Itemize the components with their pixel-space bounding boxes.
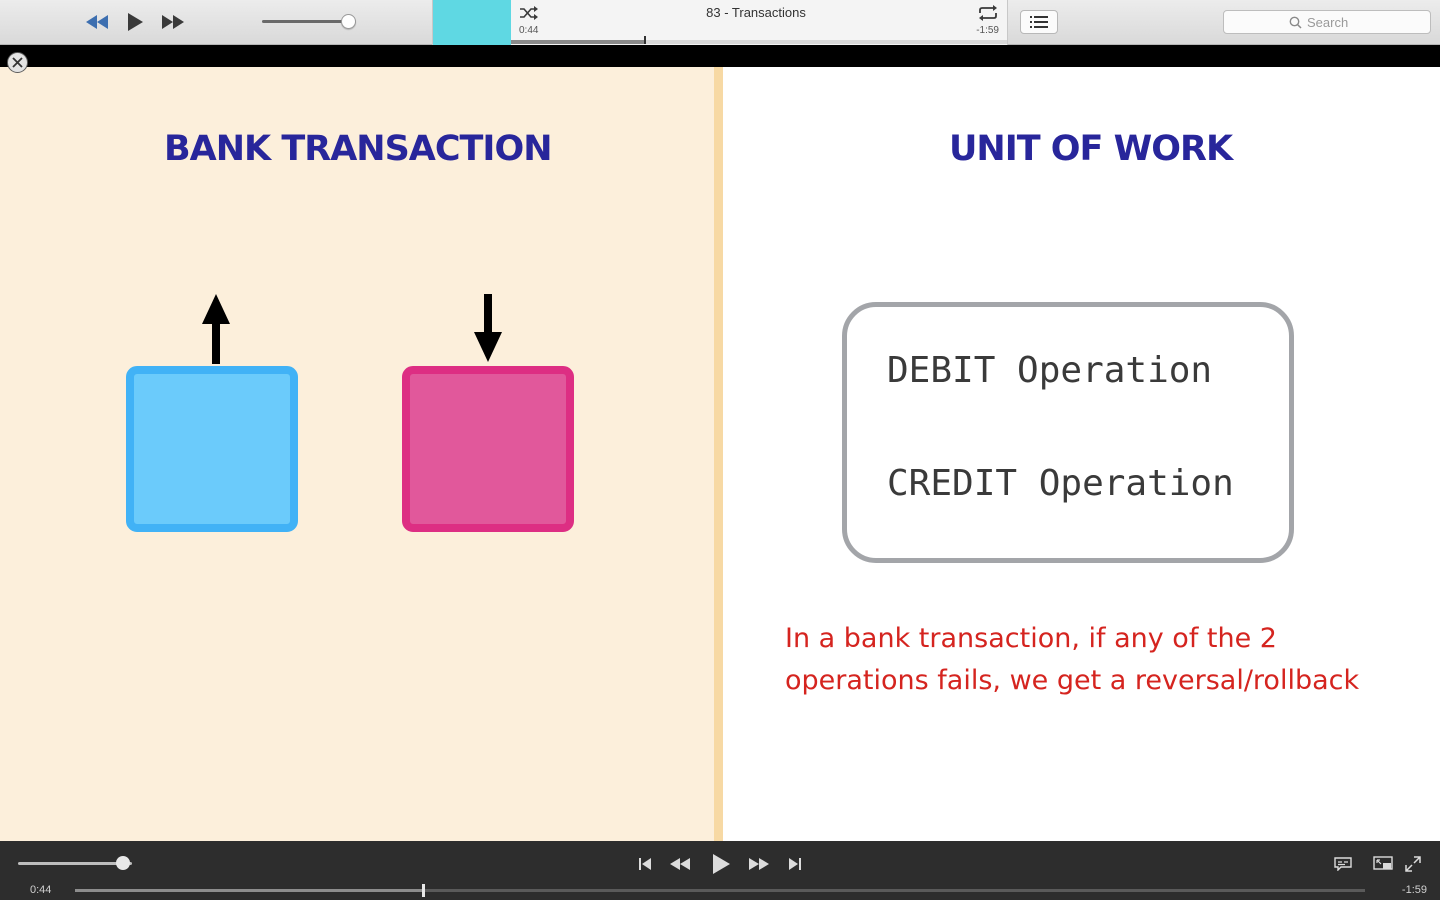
subtitles-button[interactable] <box>1333 853 1353 875</box>
fullscreen-icon <box>1405 856 1421 872</box>
video-controls-bar: 0:44 -1:59 <box>0 841 1440 900</box>
video-rewind-button[interactable] <box>667 853 693 875</box>
volume-track <box>262 20 356 23</box>
repeat-icon <box>979 5 997 21</box>
video-slide: BANK TRANSACTION UNIT OF WORK DEBIT Oper… <box>0 67 1440 841</box>
itunes-toolbar: 83 - Transactions 0:44 -1:59 <box>0 0 1440 45</box>
picture-in-picture-button[interactable] <box>1373 853 1393 875</box>
close-video-button[interactable] <box>7 52 28 73</box>
rewind-icon <box>86 15 108 29</box>
volume-slider[interactable] <box>262 14 366 30</box>
debit-operation-label: DEBIT Operation <box>887 350 1213 391</box>
video-volume-slider[interactable] <box>18 856 140 870</box>
search-field[interactable] <box>1223 10 1431 34</box>
unit-of-work-panel: UNIT OF WORK DEBIT Operation CREDIT Oper… <box>723 67 1440 841</box>
arrow-down-icon <box>474 294 502 362</box>
slide-divider <box>714 67 723 841</box>
captions-icon <box>1334 857 1352 871</box>
bank-transaction-panel: BANK TRANSACTION <box>0 67 714 841</box>
shuffle-icon <box>520 6 538 20</box>
previous-track-button[interactable] <box>636 853 654 875</box>
bank-transaction-heading: BANK TRANSACTION <box>164 129 552 169</box>
play-icon <box>713 854 730 874</box>
fast-forward-icon <box>749 858 769 870</box>
video-timeline-playhead[interactable] <box>422 884 426 897</box>
video-timeline-fill <box>75 889 424 892</box>
unit-of-work-heading: UNIT OF WORK <box>949 129 1233 169</box>
search-input[interactable] <box>1307 14 1365 30</box>
blue-account-box <box>126 366 298 532</box>
video-top-letterbox <box>0 45 1440 67</box>
rewind-button[interactable] <box>82 8 112 36</box>
track-progress-playhead[interactable] <box>643 36 646 44</box>
search-icon <box>1289 16 1302 29</box>
play-icon <box>128 13 143 31</box>
up-next-button[interactable] <box>1020 10 1058 34</box>
track-progress-fill <box>511 40 645 44</box>
skip-back-icon <box>639 858 651 870</box>
video-volume-knob[interactable] <box>115 856 130 870</box>
now-playing-title: 83 - Transactions <box>706 5 806 20</box>
video-fast-forward-button[interactable] <box>746 853 772 875</box>
repeat-button[interactable] <box>977 4 999 27</box>
fast-forward-icon <box>162 15 184 29</box>
close-icon <box>12 57 23 68</box>
album-artwork[interactable] <box>433 0 511 45</box>
picture-in-picture-icon <box>1373 856 1393 870</box>
rollback-note: In a bank transaction, if any of the 2 o… <box>785 618 1425 702</box>
video-volume-track <box>18 862 132 865</box>
pink-account-box <box>402 366 574 532</box>
video-elapsed-time: 0:44 <box>30 884 52 896</box>
skip-forward-icon <box>789 858 801 870</box>
elapsed-time: 0:44 <box>519 25 539 36</box>
volume-knob[interactable] <box>341 14 357 29</box>
play-button[interactable] <box>120 8 150 36</box>
fast-forward-button[interactable] <box>158 8 188 36</box>
video-play-button[interactable] <box>708 853 734 875</box>
credit-operation-label: CREDIT Operation <box>887 463 1234 504</box>
shuffle-button[interactable] <box>519 5 539 26</box>
operations-box: DEBIT Operation CREDIT Operation <box>842 302 1294 563</box>
remaining-time: -1:59 <box>976 25 999 36</box>
rewind-icon <box>670 858 690 870</box>
now-playing-display: 83 - Transactions 0:44 -1:59 <box>432 0 1008 45</box>
next-track-button[interactable] <box>786 853 804 875</box>
rollback-note-line-1: In a bank transaction, if any of the 2 <box>785 623 1277 654</box>
rollback-note-line-2: operations fails, we get a reversal/roll… <box>785 665 1360 696</box>
fullscreen-button[interactable] <box>1404 853 1422 875</box>
list-icon <box>1030 16 1048 28</box>
video-timeline[interactable] <box>75 884 1365 897</box>
track-progress-bar[interactable] <box>511 36 1007 44</box>
video-remaining-time: -1:59 <box>1401 884 1427 896</box>
arrow-up-icon <box>202 294 230 364</box>
